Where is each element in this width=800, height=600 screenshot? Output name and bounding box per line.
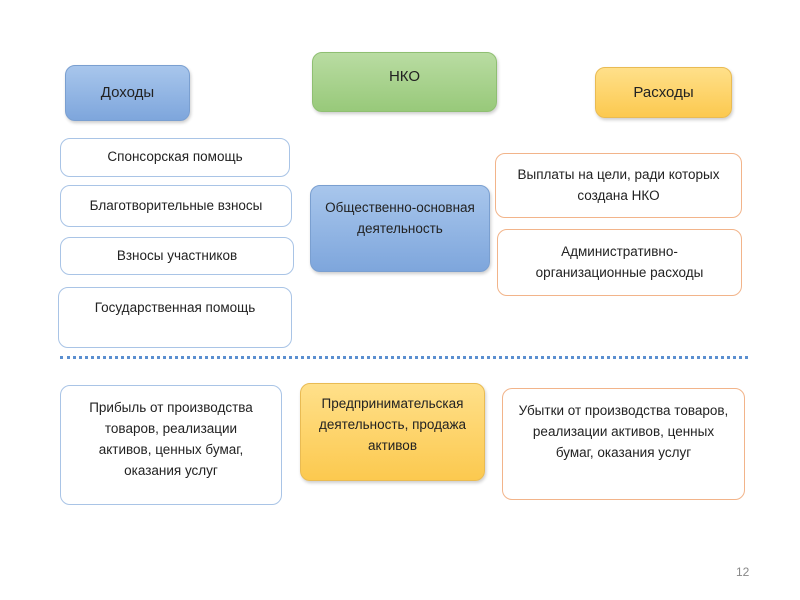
business-activity-box: Предпринимательская деятельность, продаж… (300, 383, 485, 481)
section-divider (60, 356, 748, 359)
business-expenses-box: Убытки от производства товаров, реализац… (502, 388, 745, 500)
expense-item-admin: Административно-организационные расходы (497, 229, 742, 296)
expenses-header: Расходы (595, 67, 732, 118)
income-item-state-aid: Государственная помощь (58, 287, 292, 348)
income-header: Доходы (65, 65, 190, 121)
income-item-member-fees: Взносы участников (60, 237, 294, 275)
business-income-box: Прибыль от производства товаров, реализа… (60, 385, 282, 505)
expense-item-goals: Выплаты на цели, ради которых создана НК… (495, 153, 742, 218)
income-item-sponsorship: Спонсорская помощь (60, 138, 290, 177)
nko-header: НКО (312, 52, 497, 112)
income-item-charity: Благотворительные взносы (60, 185, 292, 227)
page-number: 12 (736, 565, 750, 579)
main-activity-box: Общественно-основная деятельность (310, 185, 490, 272)
